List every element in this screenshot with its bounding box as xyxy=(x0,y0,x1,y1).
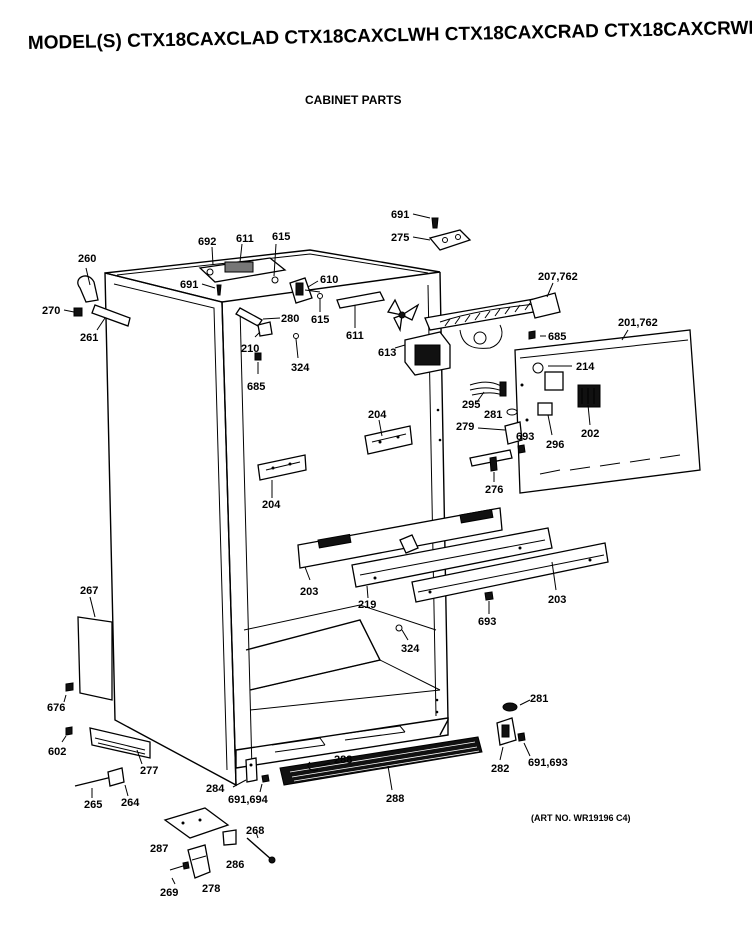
shelf-support-left xyxy=(63,267,131,331)
defrost-heater-bracket xyxy=(424,282,561,349)
bracket-204-right xyxy=(364,419,413,455)
front-corner-parts xyxy=(232,757,270,793)
rail-203-lower xyxy=(411,542,609,603)
callout-219: 219 xyxy=(358,599,376,611)
cabinet-shell xyxy=(104,249,449,787)
callout-282: 282 xyxy=(491,763,509,775)
callout-610: 610 xyxy=(320,274,338,286)
left-small-parts xyxy=(235,307,299,374)
callout-296: 296 xyxy=(546,439,564,451)
callout-691-b: 691 xyxy=(180,279,198,291)
roller-assembly xyxy=(74,767,129,798)
callout-267: 267 xyxy=(80,585,98,597)
callout-611: 611 xyxy=(236,233,254,245)
callout-286: 286 xyxy=(226,859,244,871)
toe-grille-288 xyxy=(279,736,483,791)
callout-279: 279 xyxy=(456,421,474,433)
callout-602: 602 xyxy=(48,746,66,758)
callout-201-762: 201,762 xyxy=(618,317,658,329)
bottom-hinge-parts xyxy=(163,807,276,885)
callout-276: 276 xyxy=(485,484,503,496)
callout-281-b: 281 xyxy=(530,693,548,705)
callout-281: 281 xyxy=(484,409,502,421)
callout-203-b: 203 xyxy=(548,594,566,606)
control-panel-201 xyxy=(514,329,701,494)
wire-harness-295 xyxy=(469,381,507,403)
callout-207-762: 207,762 xyxy=(538,271,578,283)
callout-685-b: 685 xyxy=(247,381,265,393)
callout-270: 270 xyxy=(42,305,60,317)
model-title: MODEL(S) CTX18CAXCLAD CTX18CAXCLWH CTX18… xyxy=(28,18,752,54)
callout-278: 278 xyxy=(202,883,220,895)
thermostat-assembly xyxy=(469,408,526,482)
callout-324-b: 324 xyxy=(401,643,420,655)
art-number: (ART NO. WR19196 C4) xyxy=(531,813,631,823)
hinge-lower xyxy=(496,699,531,761)
bracket-204-left xyxy=(257,454,307,498)
callout-203: 203 xyxy=(300,586,318,598)
callout-264: 264 xyxy=(121,797,140,809)
leveling-bracket xyxy=(61,726,151,765)
callout-277: 277 xyxy=(140,765,158,777)
callout-288: 288 xyxy=(334,754,352,766)
hinge-top xyxy=(412,213,472,251)
callout-691: 691 xyxy=(391,209,409,221)
callout-204-b: 204 xyxy=(262,499,281,511)
callout-615: 615 xyxy=(272,231,290,243)
rail-219 xyxy=(351,527,553,599)
callout-261: 261 xyxy=(80,332,98,344)
screws-mid xyxy=(395,591,494,641)
callout-691-693: 691,693 xyxy=(528,757,568,769)
callout-295: 295 xyxy=(462,399,480,411)
callout-693-b: 693 xyxy=(478,616,496,628)
callout-269: 269 xyxy=(160,887,178,899)
callout-692: 692 xyxy=(198,236,216,248)
callout-287: 287 xyxy=(150,843,168,855)
rail-203-upper xyxy=(297,507,503,581)
control-housing xyxy=(198,243,287,296)
section-title: CABINET PARTS xyxy=(305,93,401,107)
callout-268: 268 xyxy=(246,825,264,837)
callout-324: 324 xyxy=(291,362,310,374)
callout-210: 210 xyxy=(241,343,259,355)
panel-267 xyxy=(63,596,113,703)
callout-284: 284 xyxy=(206,783,225,795)
evaporator-fan-assembly xyxy=(289,277,451,376)
callout-260: 260 xyxy=(78,253,96,265)
callout-labels: 691 275 692 611 615 260 610 207,762 691 … xyxy=(42,209,658,899)
callout-288-b: 288 xyxy=(386,793,404,805)
callout-611-b: 611 xyxy=(346,330,364,342)
callout-676: 676 xyxy=(47,702,65,714)
callout-613: 613 xyxy=(378,347,396,359)
callout-204: 204 xyxy=(368,409,387,421)
callout-202: 202 xyxy=(581,428,599,440)
callout-280: 280 xyxy=(281,313,299,325)
callout-685: 685 xyxy=(548,331,566,343)
callout-693: 693 xyxy=(516,431,534,443)
callout-275: 275 xyxy=(391,232,409,244)
callout-214: 214 xyxy=(576,361,595,373)
callout-265: 265 xyxy=(84,799,102,811)
callout-691-694: 691,694 xyxy=(228,794,269,806)
callout-615-b: 615 xyxy=(311,314,329,326)
